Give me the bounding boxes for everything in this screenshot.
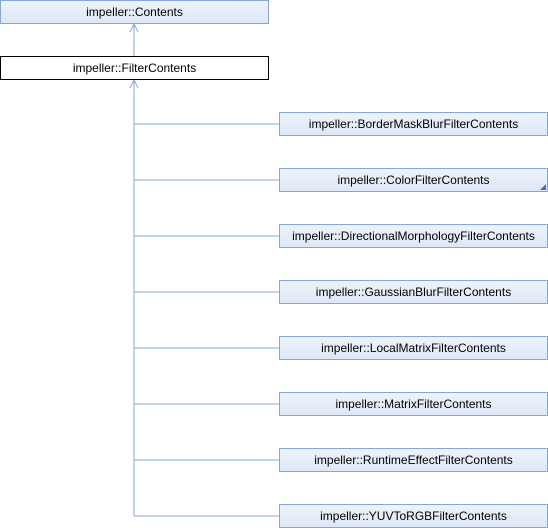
node-derived-border-mask-blur[interactable]: impeller::BorderMaskBlurFilterContents [279, 112, 548, 136]
node-derived-matrix[interactable]: impeller::MatrixFilterContents [279, 392, 548, 416]
node-derived-gaussian-blur[interactable]: impeller::GaussianBlurFilterContents [279, 280, 548, 304]
node-derived-color-filter[interactable]: impeller::ColorFilterContents [279, 168, 548, 192]
node-derived-directional-morphology[interactable]: impeller::DirectionalMorphologyFilterCon… [279, 224, 548, 248]
node-current-class: impeller::FilterContents [0, 56, 269, 80]
node-derived-yuv-to-rgb[interactable]: impeller::YUVToRGBFilterContents [279, 504, 548, 528]
node-derived-runtime-effect[interactable]: impeller::RuntimeEffectFilterContents [279, 448, 548, 472]
node-derived-color-filter-label: impeller::ColorFilterContents [337, 173, 490, 187]
more-children-indicator-icon [540, 184, 546, 190]
node-base-class[interactable]: impeller::Contents [0, 0, 269, 24]
node-derived-local-matrix[interactable]: impeller::LocalMatrixFilterContents [279, 336, 548, 360]
edge-branches [134, 123, 279, 517]
